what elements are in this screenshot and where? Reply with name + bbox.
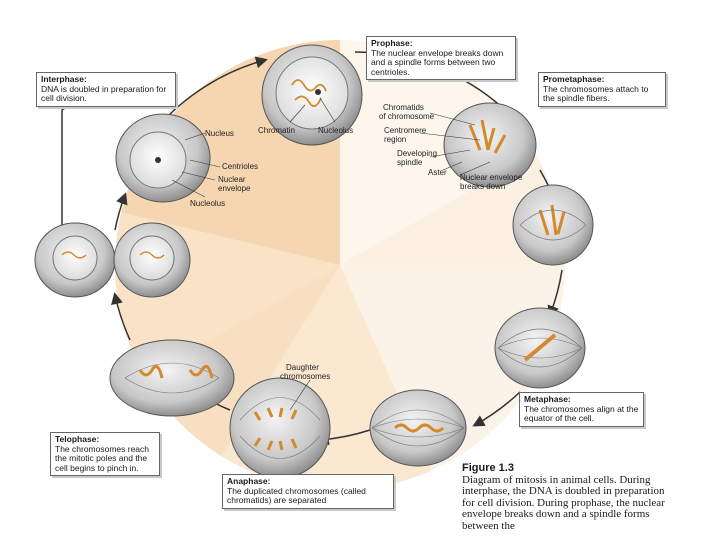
prophase-cell [261, 44, 363, 146]
label-developing-1: Developing [397, 149, 437, 158]
label-nuclear-1: Nuclear [218, 175, 246, 184]
anaphase-text: The duplicated chromosomes (called chrom… [227, 485, 366, 505]
label-nucleus: Nucleus [205, 129, 234, 138]
label-chromatids-2: of chromosome [379, 112, 435, 121]
metaphase-title: Metaphase: [524, 394, 571, 404]
prometaphase-box: Prometaphase: The chromosomes attach to … [538, 72, 666, 107]
label-daughter-1: Daughter [286, 363, 319, 372]
label-daughter-2: chromosomes [280, 372, 330, 381]
metaphase-cell [494, 307, 586, 389]
anaphase-title: Anaphase: [227, 476, 271, 486]
label-nucleolus-prophase: Nucleolus [318, 126, 353, 135]
metaphase-box: Metaphase: The chromosomes align at the … [519, 392, 644, 427]
prophase-text: The nuclear envelope breaks down and a s… [371, 47, 504, 77]
interphase-title: Interphase: [41, 74, 87, 84]
label-centrioles: Centrioles [222, 162, 258, 171]
prometaphase-text: The chromosomes attach to the spindle fi… [543, 83, 649, 103]
label-nucleolus-interphase: Nucleolus [190, 199, 225, 208]
label-chromatids-1: Chromatids [383, 103, 424, 112]
label-centromere-1: Centromere [384, 126, 427, 135]
figure-number: Figure 1.3 [462, 462, 514, 474]
interphase-text: DNA is doubled in preparation for cell d… [41, 83, 167, 103]
label-chromatin: Chromatin [258, 126, 295, 135]
structure-labels: Nucleus Centrioles Nuclear envelope Nucl… [190, 103, 523, 381]
early-anaphase-cell [369, 389, 467, 467]
anaphase-box: Anaphase: The duplicated chromosomes (ca… [222, 474, 394, 509]
telophase-box: Telophase: The chromosomes reach the mit… [50, 432, 160, 476]
label-developing-2: spindle [397, 158, 423, 167]
prophase-title: Prophase: [371, 38, 413, 48]
figure-caption: Figure 1.3 Diagram of mitosis in animal … [462, 462, 672, 532]
daughter-cells [34, 222, 191, 298]
telophase-cell [109, 339, 235, 417]
label-aster: Aster [428, 168, 447, 177]
leader-lines [171, 97, 491, 411]
label-nuclear-breaks-2: breaks down [460, 182, 505, 191]
interphase-cell [115, 113, 211, 203]
anaphase-cell [229, 377, 331, 479]
metaphase-text: The chromosomes align at the equator of … [524, 403, 639, 423]
label-nuclear-breaks-1: Nuclear envelope [460, 173, 523, 182]
figure-caption-text: Diagram of mitosis in animal cells. Duri… [462, 473, 665, 532]
late-prometaphase-cell [512, 184, 594, 266]
prometaphase-title: Prometaphase: [543, 74, 605, 84]
prophase-box: Prophase: The nuclear envelope breaks do… [366, 36, 516, 80]
telophase-title: Telophase: [55, 434, 100, 444]
label-centromere-2: region [384, 135, 406, 144]
prometaphase-cell [443, 102, 537, 188]
interphase-box: Interphase: DNA is doubled in preparatio… [36, 72, 176, 107]
label-nuclear-2: envelope [218, 184, 251, 193]
telophase-text: The chromosomes reach the mitotic poles … [55, 443, 150, 473]
